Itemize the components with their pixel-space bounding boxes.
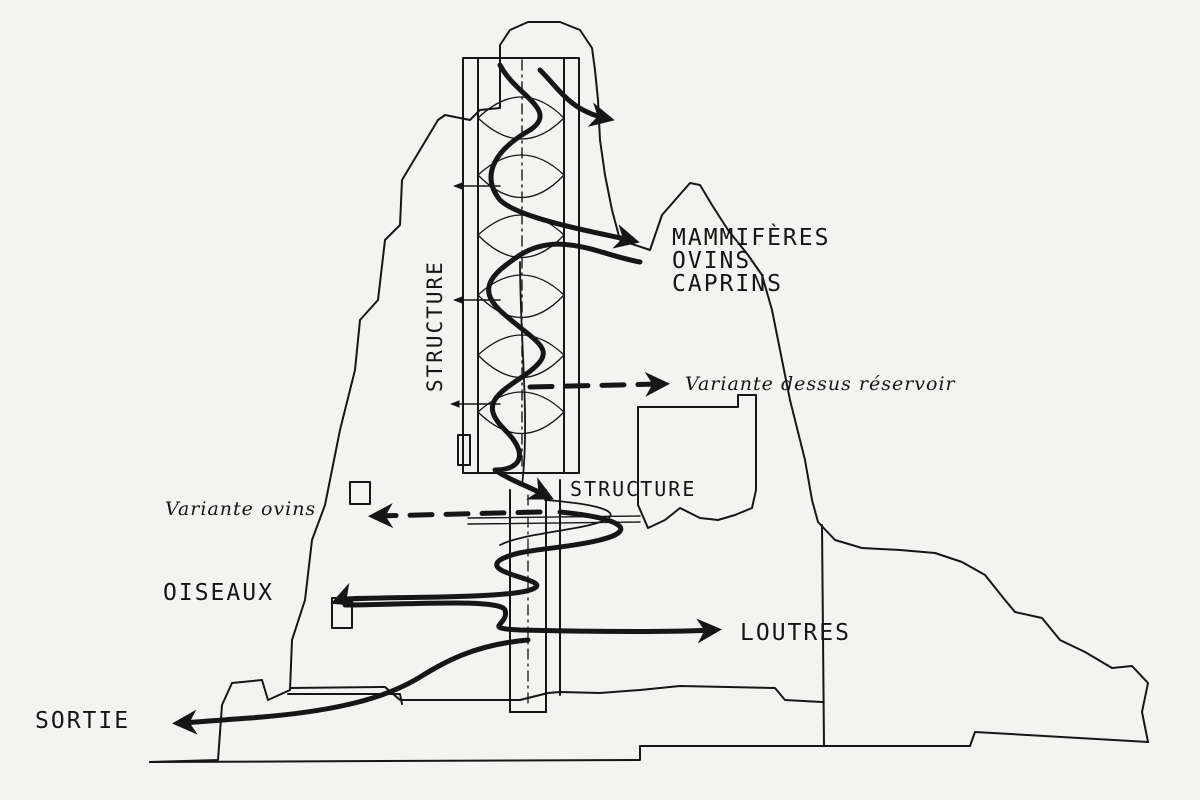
vertical-structure [457,57,580,474]
circulation-path-sortie [172,637,531,735]
label-variante-ovins: Variante ovins [165,498,316,520]
circulation-path-upper [488,62,640,249]
label-loutres: LOUTRES [740,620,851,646]
lower-shaft [331,481,641,713]
label-variante-reservoir: Variante dessus réservoir [685,373,957,395]
variante-ovins-arrow [368,503,543,529]
label-mammiferes: MAMMIFÈRES [672,223,830,251]
label-oiseaux: OISEAUX [163,580,274,606]
circulation-path-mid [486,241,643,500]
variante-reservoir-arrow [527,371,670,397]
label-structure-horizontal: STRUCTURE [570,477,696,501]
label-sortie: SORTIE [35,708,130,734]
label-caprins: CAPRINS [672,271,783,297]
reservoir-box [637,394,757,529]
label-structure-vertical: STRUCTURE [423,260,447,392]
circulation-thin-lines [499,261,612,546]
circulation-path-loutres [342,600,722,644]
structure-side-arrows [450,182,501,408]
rock-outline [149,21,1149,763]
circulation-path-top [537,67,615,127]
label-ovins: OVINS [672,248,751,274]
circulation-path-lower [330,509,624,607]
